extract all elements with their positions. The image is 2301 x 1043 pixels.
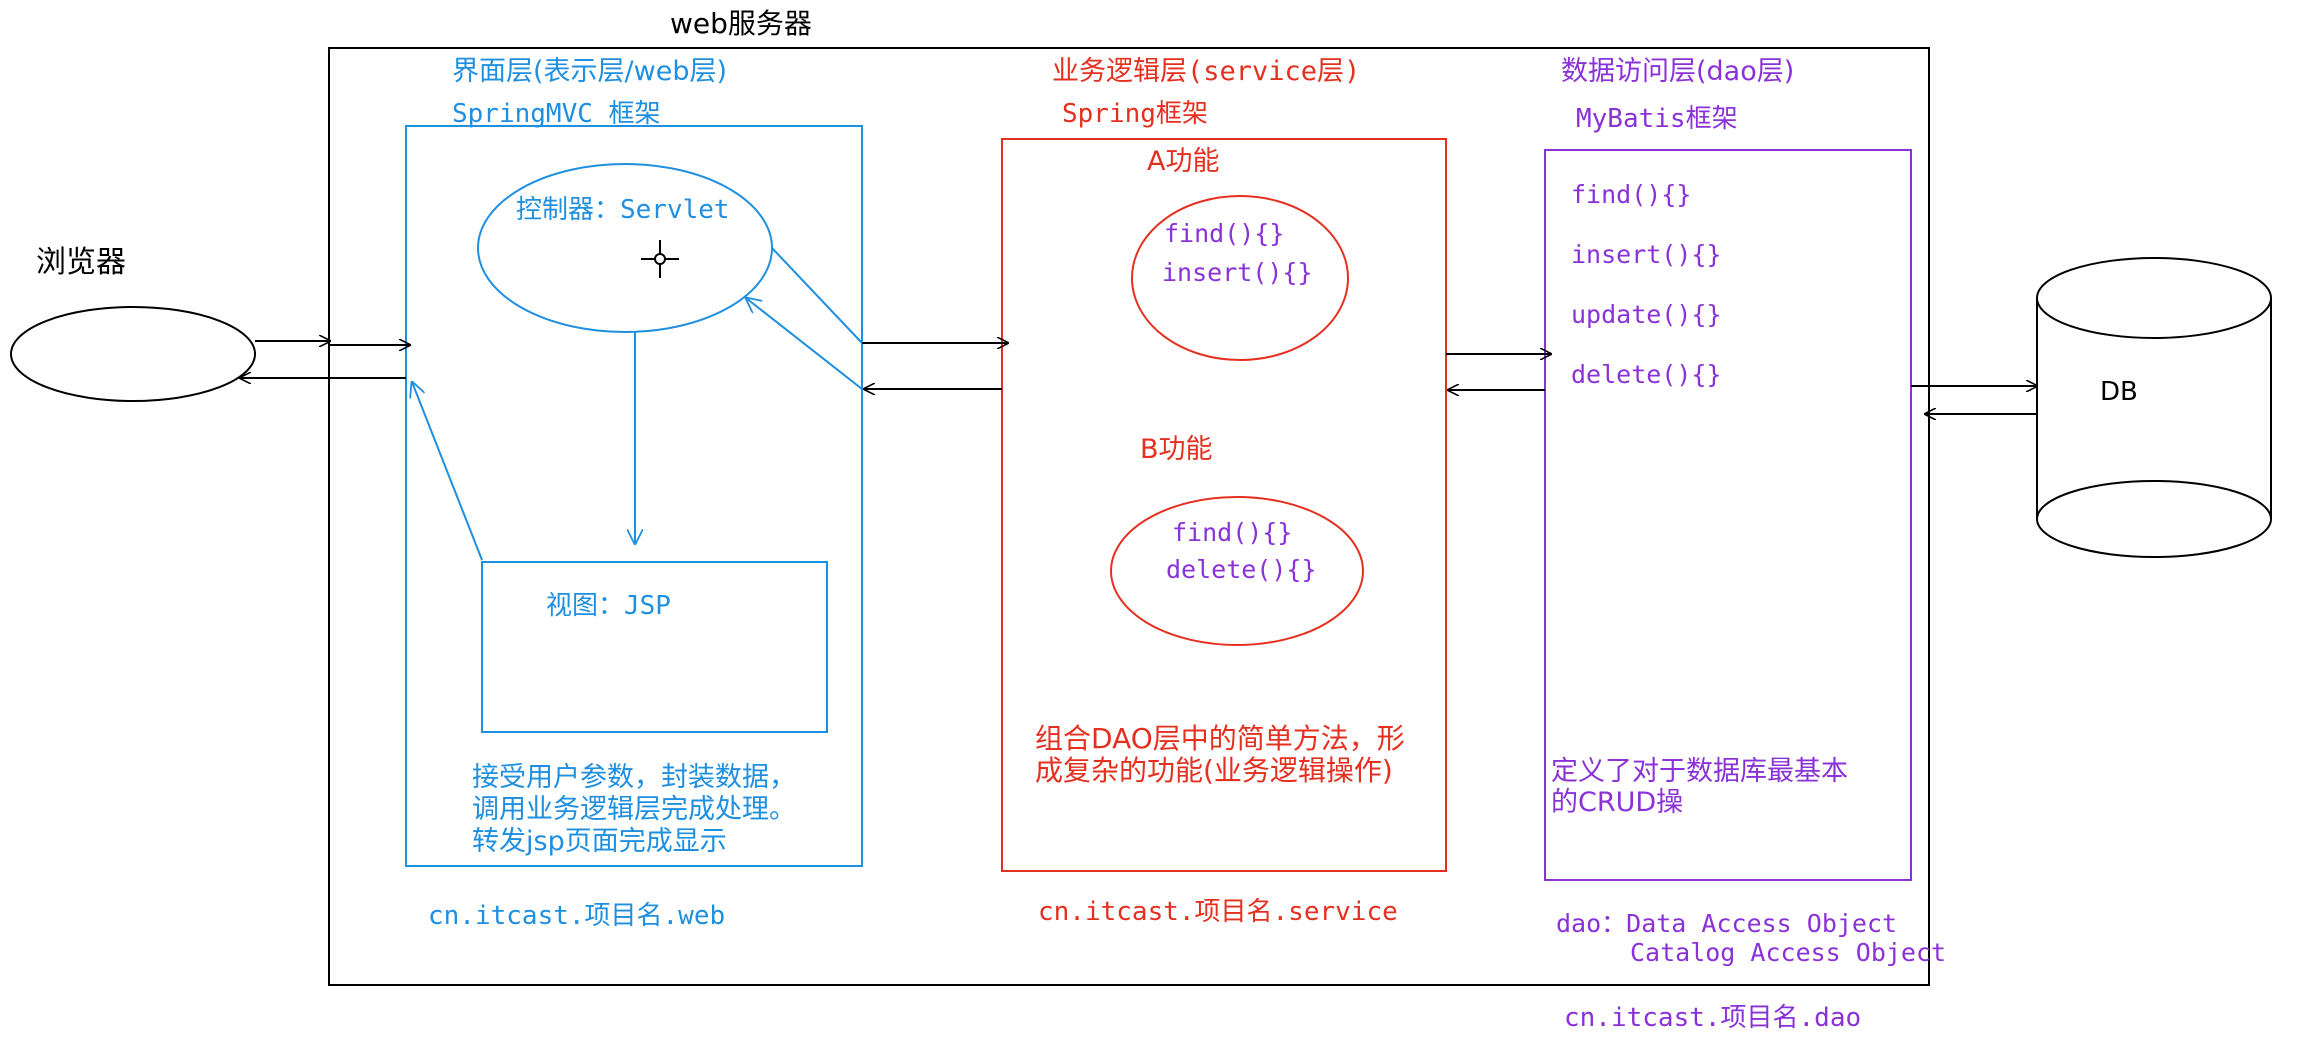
web-layer-title: 界面层(表示层/web层)	[452, 56, 727, 87]
service-layer-title: 业务逻辑层(service层)	[1052, 56, 1360, 87]
feature-b-method-2: delete(){}	[1166, 555, 1317, 584]
feature-a-method-2: insert(){}	[1162, 258, 1313, 287]
dao-layer-desc-1: 定义了对于数据库最基本	[1551, 756, 1848, 787]
web-layer-framework: SpringMVC 框架	[452, 99, 661, 129]
feature-a-label: A功能	[1147, 146, 1219, 177]
service-layer-box	[1001, 138, 1447, 872]
web-layer-desc-3: 转发jsp页面完成显示	[472, 826, 727, 857]
view-box	[481, 561, 828, 733]
feature-b-ellipse	[1110, 496, 1364, 646]
service-package-label: cn.itcast.项目名.service	[1038, 897, 1398, 927]
database-cylinder	[2036, 257, 2272, 558]
controller-ellipse	[477, 163, 773, 333]
dao-method-update: update(){}	[1571, 300, 1722, 329]
db-label: DB	[2100, 377, 2138, 407]
dao-method-delete: delete(){}	[1571, 360, 1722, 389]
feature-b-label: B功能	[1140, 434, 1213, 465]
web-layer-desc-2: 调用业务逻辑层完成处理。	[472, 794, 796, 825]
web-layer-desc-1: 接受用户参数，封装数据，	[472, 762, 796, 793]
dao-acronym-line-1: dao：Data Access Object	[1556, 909, 1897, 938]
view-to-web-arrow	[412, 382, 483, 561]
web-layer-box	[405, 125, 863, 867]
dao-acronym-line-2: Catalog Access Object	[1630, 938, 1946, 967]
feature-a-method-1: find(){}	[1164, 219, 1284, 248]
feature-b-method-1: find(){}	[1172, 518, 1292, 547]
dao-layer-desc-2: 的CRUD操	[1551, 787, 1683, 818]
web-server-label: web服务器	[670, 7, 812, 40]
controller-to-service-link	[771, 247, 863, 344]
service-layer-desc-1: 组合DAO层中的简单方法，形	[1035, 722, 1405, 755]
dao-method-find: find(){}	[1571, 180, 1691, 209]
controller-label: 控制器：Servlet	[516, 195, 730, 225]
web-server-frame	[328, 47, 1930, 986]
web-package-label: cn.itcast.项目名.web	[428, 901, 725, 931]
dao-method-insert: insert(){}	[1571, 240, 1722, 269]
browser-ellipse	[10, 306, 256, 402]
feature-a-ellipse	[1131, 195, 1349, 361]
dao-layer-box	[1544, 149, 1912, 881]
dao-layer-title: 数据访问层(dao层)	[1561, 56, 1794, 87]
browser-label: 浏览器	[36, 245, 126, 280]
dao-layer-framework: MyBatis框架	[1576, 104, 1738, 134]
view-label: 视图：JSP	[546, 591, 671, 621]
crosshair-cursor-icon	[641, 240, 679, 278]
dao-package-label: cn.itcast.项目名.dao	[1564, 1003, 1861, 1033]
service-layer-framework: Spring框架	[1062, 99, 1208, 129]
service-layer-desc-2: 成复杂的功能(业务逻辑操作)	[1035, 754, 1393, 787]
service-to-controller-arrow	[746, 298, 863, 390]
